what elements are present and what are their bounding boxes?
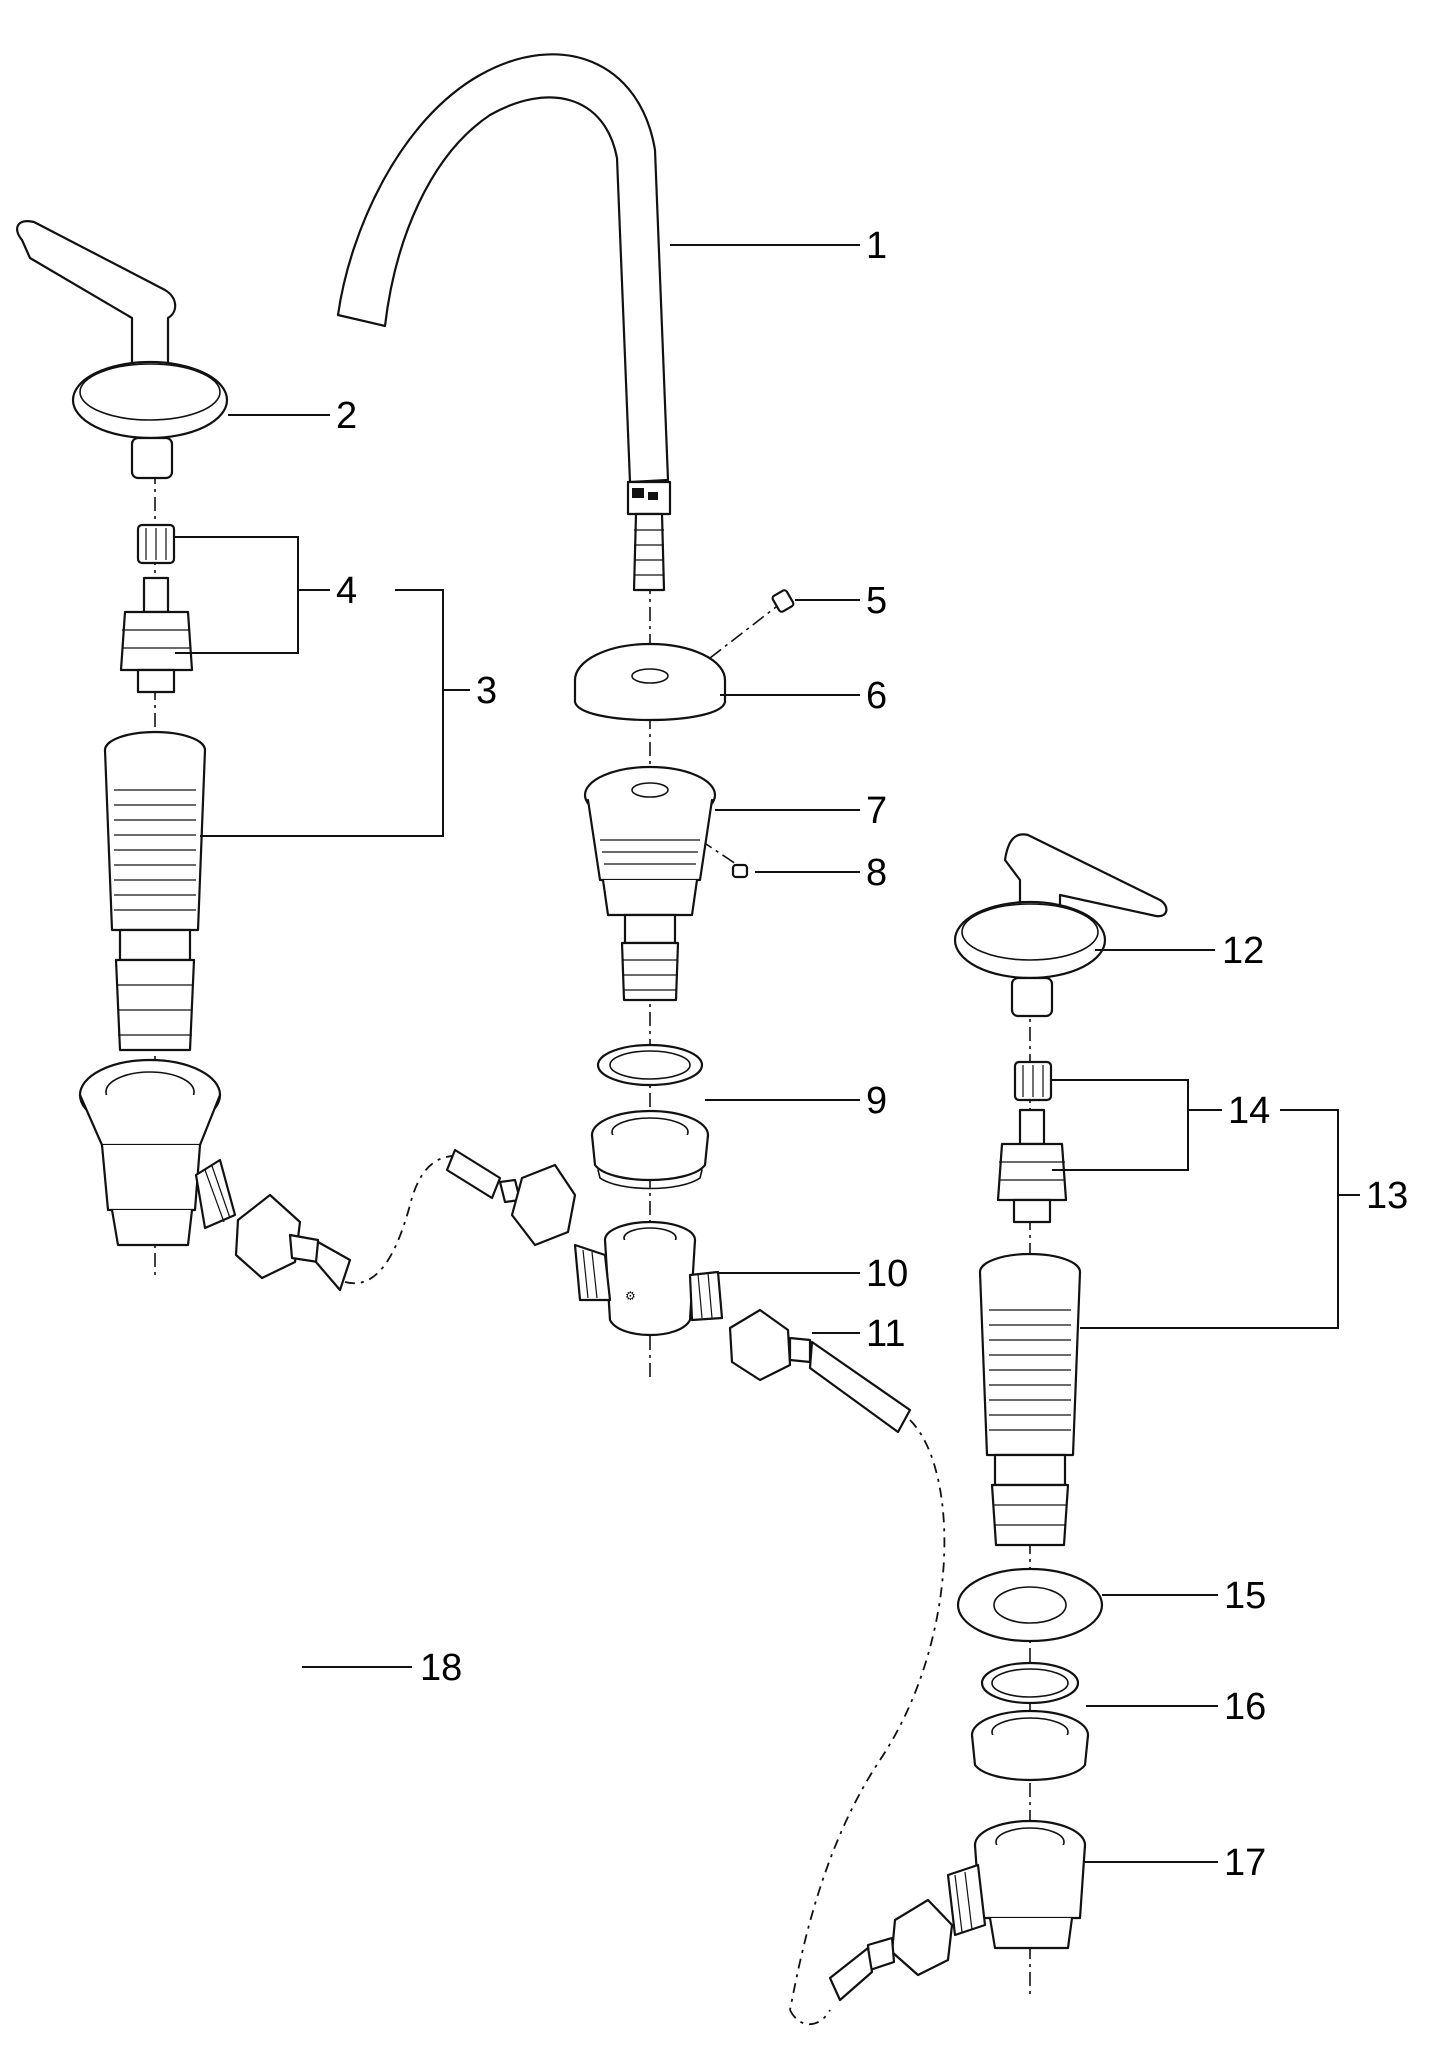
right-elbow-part-17	[828, 1819, 1087, 2002]
callout-12: 12	[1222, 930, 1264, 972]
spout-escutcheon-part-6	[573, 642, 727, 722]
tee-fitting-part-10: ⚙	[573, 1220, 724, 1336]
washer-nut-part-9	[590, 1043, 710, 1190]
supply-nut-part-11	[728, 1308, 912, 1434]
callout-1: 1	[866, 225, 887, 267]
left-elbow-connector	[78, 1058, 352, 1292]
callout-4: 4	[336, 570, 357, 612]
right-valve-body-part-13	[978, 1252, 1082, 1547]
callout-9: 9	[866, 1080, 887, 1122]
ring-nut-part-16	[970, 1661, 1090, 1782]
callout-14: 14	[1228, 1090, 1270, 1132]
callout-7: 7	[866, 790, 887, 832]
right-handle-part-12	[953, 833, 1168, 1018]
svg-text:⚙: ⚙	[625, 1289, 636, 1303]
washer-part-15	[956, 1567, 1104, 1643]
small-screw-part-8	[731, 863, 749, 879]
callout-17: 17	[1224, 1842, 1266, 1884]
callout-18: 18	[420, 1647, 462, 1689]
left-handle-part-2	[16, 220, 229, 480]
leader-lines	[175, 244, 1360, 1863]
set-screw-part-5	[771, 589, 795, 613]
callout-labels: 1 2 4 3 5 6 7 8 9 10 11 12 14 13 15 16 1…	[336, 225, 1408, 1884]
callout-6: 6	[866, 675, 887, 717]
left-valve-body-part-3	[103, 730, 207, 1052]
callout-3: 3	[476, 670, 497, 712]
callout-10: 10	[866, 1253, 908, 1295]
callout-15: 15	[1224, 1575, 1266, 1617]
callout-11: 11	[866, 1313, 905, 1355]
spout-shank-part-7	[583, 765, 717, 1002]
callout-8: 8	[866, 852, 887, 894]
left-cartridge-part-4	[119, 523, 194, 694]
callout-5: 5	[866, 580, 887, 622]
spout-part-1	[336, 53, 672, 592]
right-cartridge-part-14	[996, 1060, 1068, 1224]
callout-13: 13	[1366, 1175, 1408, 1217]
callout-2: 2	[336, 395, 357, 437]
supply-hoses	[344, 1148, 946, 2026]
callout-16: 16	[1224, 1686, 1266, 1728]
